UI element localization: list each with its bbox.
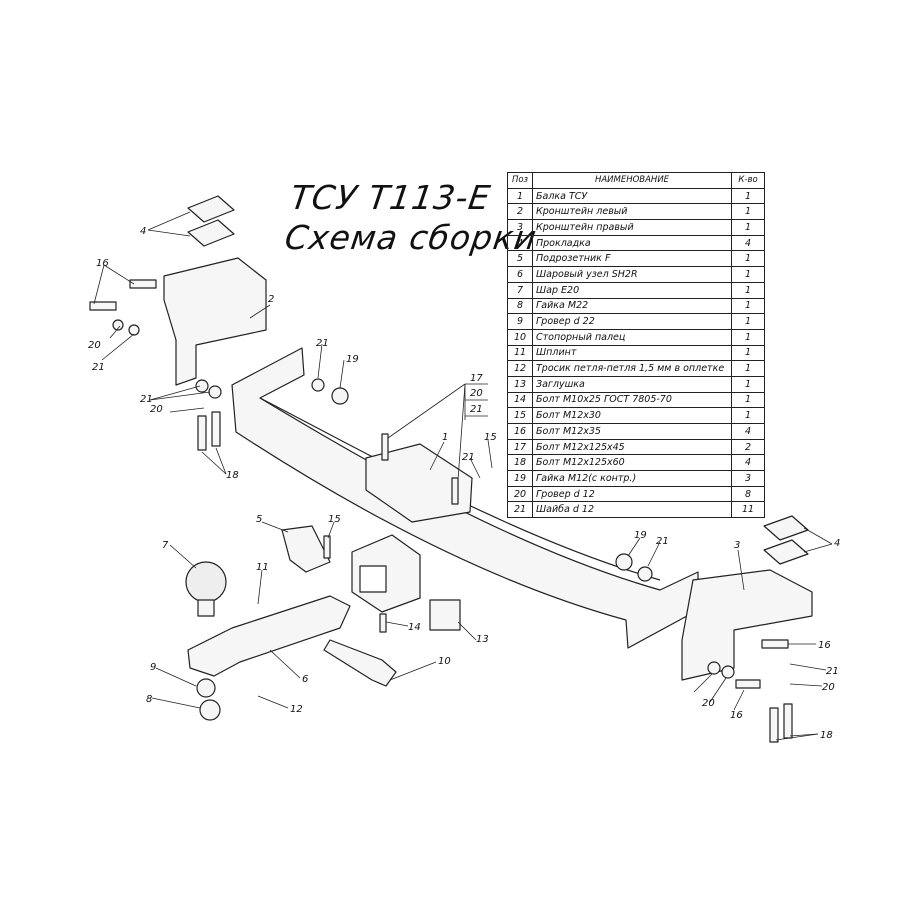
hitch-mount-plate [365,443,473,523]
bolt-16-left-a [129,279,157,289]
washer-left-4 [128,324,140,336]
callout-1: 1 [442,432,448,443]
ball-mount-bar [187,595,351,677]
washer-21-right [637,566,653,582]
callout-21-beam: 21 [470,404,483,415]
washer-right-b [721,665,735,679]
nut-9 [196,678,216,698]
callout-21-right: 21 [656,536,669,547]
part-name: Шайба d 12 [532,501,732,519]
bolt-17-b [451,477,459,505]
callout-21-beam-b: 21 [462,452,475,463]
callout-20-left: 20 [88,340,101,351]
callout-18-left: 18 [226,470,239,481]
callout-14: 14 [408,622,421,633]
callout-2: 2 [268,294,274,305]
shim-top-left-2 [187,219,235,247]
callout-9: 9 [150,662,156,673]
nut-19-right [615,553,633,571]
callout-18-right: 18 [820,730,833,741]
bolt-14 [379,613,387,633]
callout-21-left-b: 21 [140,394,153,405]
lock-pin [323,639,397,687]
bolt-18-left-b [211,411,221,447]
callout-3: 3 [734,540,740,551]
washer-right-a [707,661,721,675]
part-qty: 1 [731,266,765,283]
callout-21-left: 21 [92,362,105,373]
right-bracket [681,569,813,681]
bolt-18-left-a [197,415,207,451]
callout-4-left: 4 [140,226,146,237]
callout-20-right: 20 [822,682,835,693]
bolt-16-left-b [89,301,117,311]
callout-11: 11 [256,562,269,573]
callout-15-beam: 15 [484,432,497,443]
bolt-16-right-a [761,639,789,649]
bolt-18-right-a [769,707,779,743]
shim-right-2 [763,539,809,565]
callout-16-left: 16 [96,258,109,269]
part-qty: 1 [731,391,765,409]
callout-21-right-b: 21 [826,666,839,677]
nut-19-top [331,387,349,405]
callout-20-right-b: 20 [702,698,715,709]
washer-left-2 [208,385,222,399]
callout-4-right: 4 [834,538,840,549]
callout-16-right-b: 16 [730,710,743,721]
callout-10: 10 [438,656,451,667]
callout-8: 8 [146,694,152,705]
bolt-16-right-b [735,679,761,689]
callout-15-socket: 15 [328,514,341,525]
washer-left-1 [195,379,209,393]
callout-7: 7 [162,540,169,551]
callout-19-top: 19 [346,354,359,365]
shim-top-left-1 [187,195,235,223]
part-qty: 11 [731,501,765,519]
tow-ball [185,561,227,603]
bolt-17-a [381,433,389,461]
callout-19-right: 19 [634,530,647,541]
callout-20-left-b: 20 [150,404,163,415]
left-bracket [163,257,267,386]
leader-lines [93,211,833,741]
receiver-opening [359,565,387,593]
washer-21-top [311,378,325,392]
tow-ball-neck [197,599,215,617]
callout-16-right-a: 16 [818,640,831,651]
callout-6: 6 [302,674,308,685]
callout-21-top: 21 [316,338,329,349]
shim-right-1 [763,515,809,541]
part-qty: 8 [731,485,765,503]
washer-left-3 [112,319,124,331]
bolt-15 [323,535,331,559]
receiver-cap [429,599,461,631]
part-qty: 1 [731,281,765,299]
socket-plate [281,525,331,573]
tow-beam [231,347,699,649]
bolt-18-right-b [783,703,793,739]
callout-13: 13 [476,634,489,645]
callout-5: 5 [256,514,262,525]
callout-12: 12 [290,704,303,715]
callout-17: 17 [470,373,483,384]
nut-8 [199,699,221,721]
callout-20-beam: 20 [470,388,483,399]
part-pos: 21 [507,501,533,519]
